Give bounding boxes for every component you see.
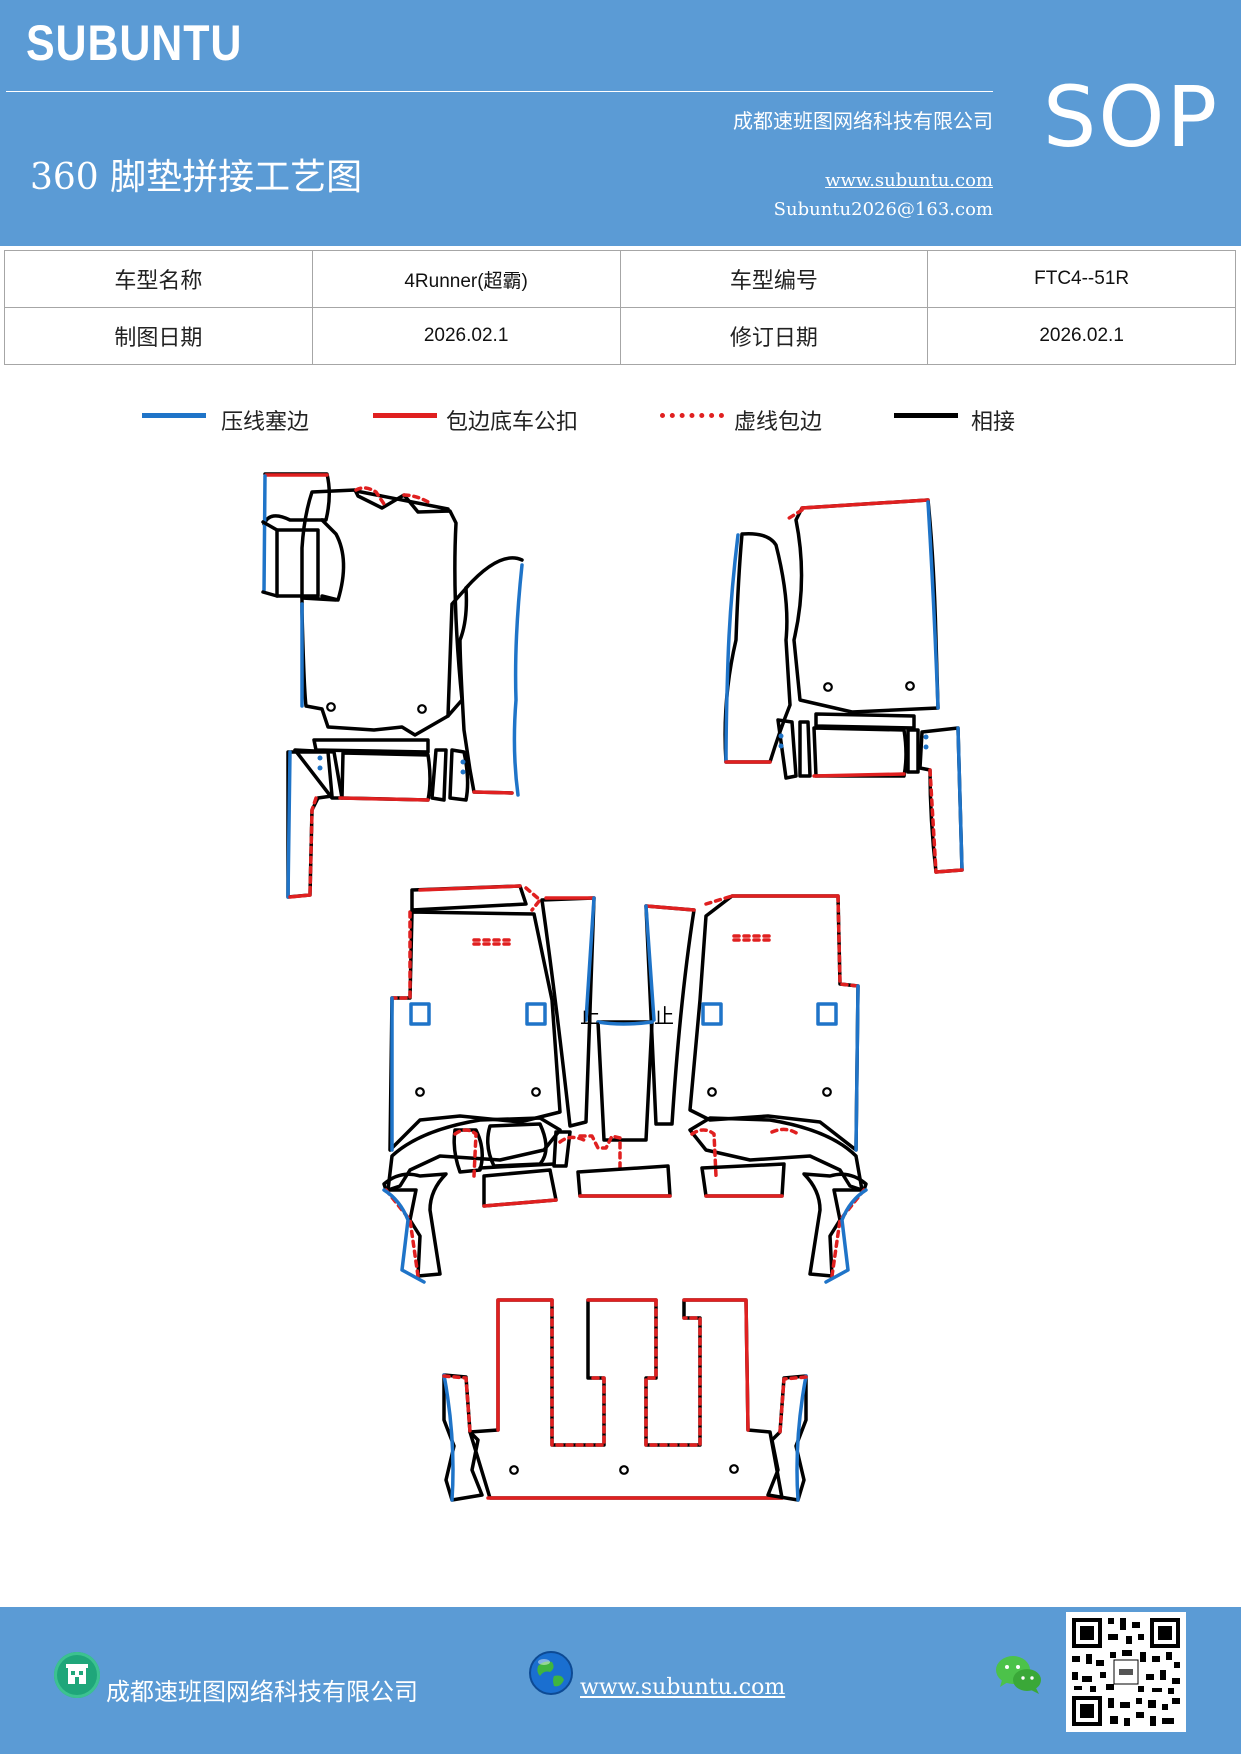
model-code-value: FTC4--51R (927, 250, 1236, 308)
stop-mark-right: 止 (654, 1004, 674, 1028)
company-name: 成都速班图网络科技有限公司 (733, 109, 993, 133)
model-name-label: 车型名称 (4, 250, 313, 308)
footer-banner: 成都速班图网络科技有限公司 www.subuntu.com (0, 1607, 1241, 1754)
table-row: 制图日期 2026.02.1 修订日期 2026.02.1 (4, 307, 1236, 365)
draw-date-value: 2026.02.1 (311, 307, 621, 365)
wechat-icon[interactable] (994, 1653, 1044, 1697)
header-banner: SUBUNTU 成都速班图网络科技有限公司 360 脚垫拼接工艺图 www.su… (0, 0, 1241, 246)
revise-date-value: 2026.02.1 (927, 307, 1236, 365)
legend-swatch-blue-solid (142, 413, 206, 418)
model-code-label: 车型编号 (619, 250, 929, 308)
draw-date-label: 制图日期 (4, 307, 313, 365)
floor-mat-splice-diagram: 止 止 (261, 472, 964, 1502)
vehicle-info-table: 车型名称 4Runner(超霸) 车型编号 FTC4--51R 制图日期 202… (4, 250, 1236, 365)
third-row-mat (442, 1298, 808, 1502)
legend-label: 压线塞边 (221, 410, 310, 435)
line-legend: 压线塞边 包边底车公扣 虚线包边 相接 (0, 400, 1241, 440)
document-title: 360 脚垫拼接工艺图 (30, 157, 363, 198)
model-name-value: 4Runner(超霸) (311, 250, 621, 308)
stop-mark-left: 止 (580, 1004, 600, 1028)
legend-swatch-black-solid (894, 413, 958, 418)
front-left-mat (261, 472, 524, 899)
footer-company-name: 成都速班图网络科技有限公司 (106, 1678, 418, 1706)
header-divider (6, 91, 993, 92)
legend-swatch-red-dotted (660, 413, 724, 418)
legend-label: 虚线包边 (734, 410, 823, 435)
table-row: 车型名称 4Runner(超霸) 车型编号 FTC4--51R (4, 250, 1236, 308)
legend-label: 包边底车公扣 (446, 410, 579, 435)
legend-swatch-red-solid (373, 413, 437, 418)
qr-code[interactable] (1066, 1612, 1186, 1732)
email-address: Subuntu2026@163.com (773, 199, 993, 220)
revise-date-label: 修订日期 (619, 307, 929, 365)
brand-logo: SUBUNTU (26, 15, 243, 71)
second-row-mats (382, 884, 868, 1284)
legend-label: 相接 (971, 410, 1016, 435)
front-right-mat (723, 498, 964, 874)
footer-website-link[interactable]: www.subuntu.com (580, 1675, 786, 1700)
globe-icon (528, 1650, 574, 1696)
sop-label: SOP (1043, 68, 1220, 166)
website-link[interactable]: www.subuntu.com (825, 170, 993, 191)
building-icon (54, 1652, 100, 1698)
